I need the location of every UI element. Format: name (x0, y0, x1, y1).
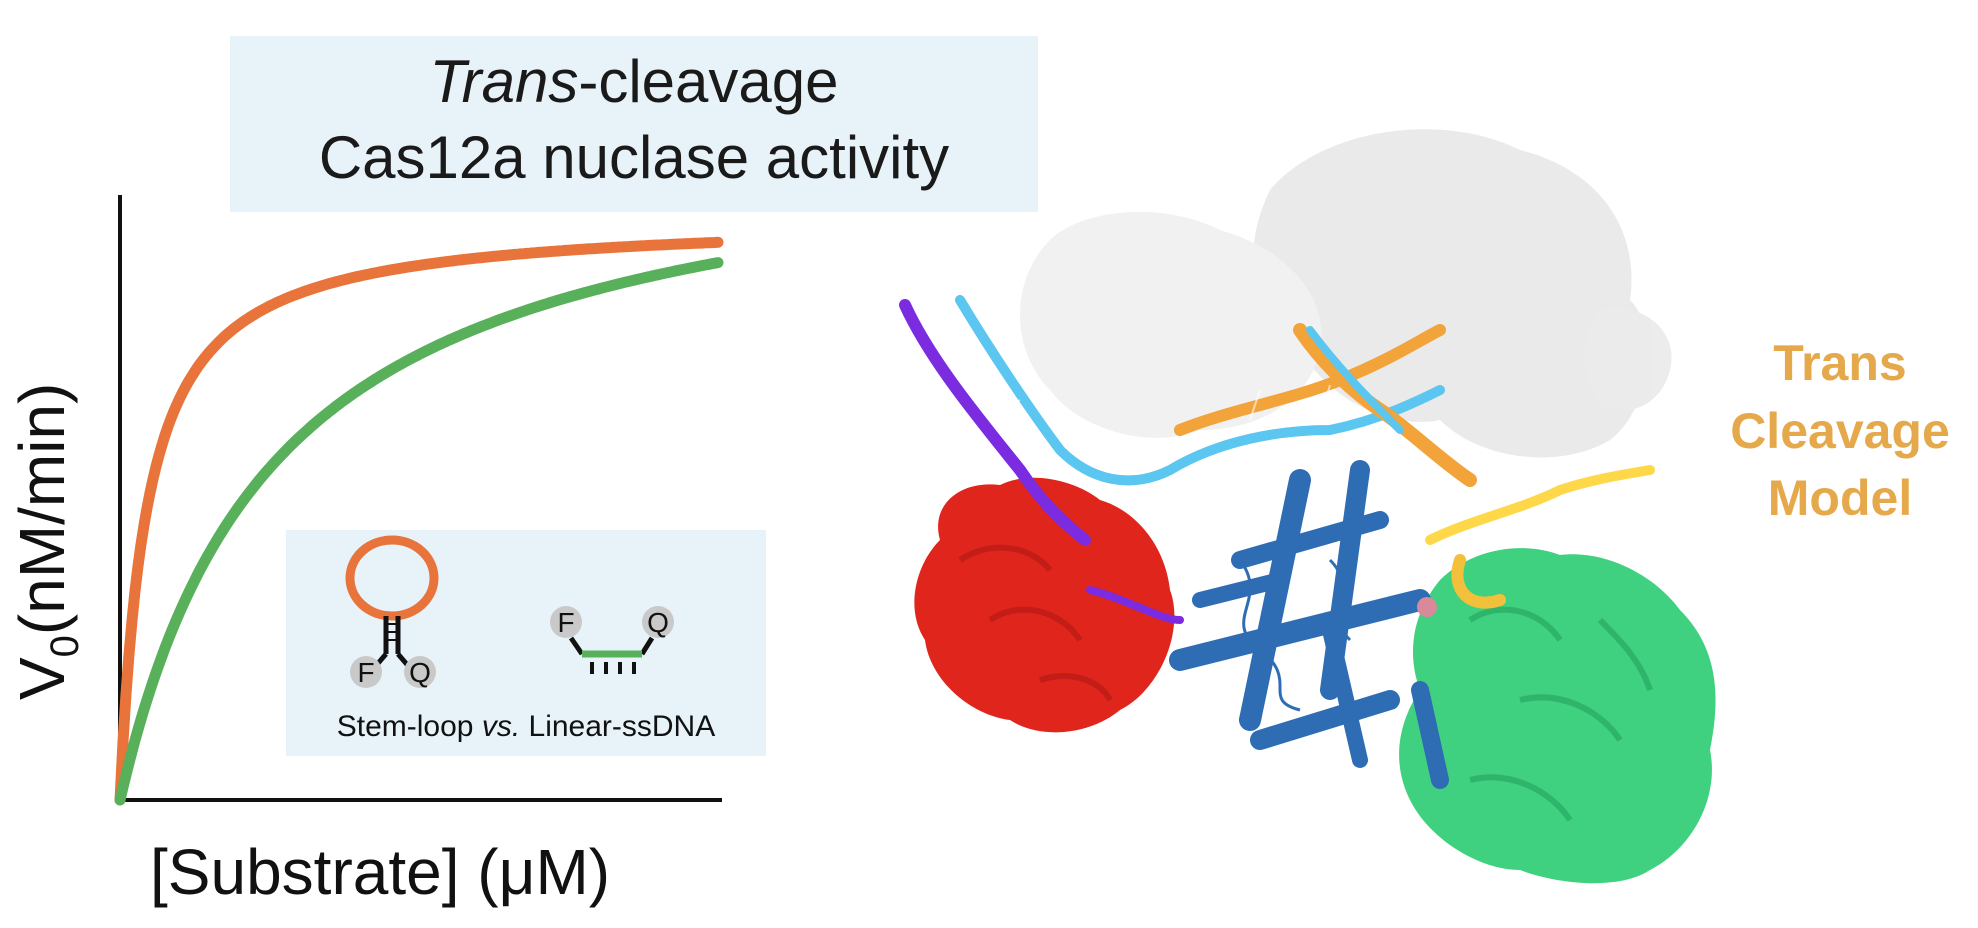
curve-linear-ssdna (114, 257, 724, 806)
legend-linear-text: Linear-ssDNA (520, 710, 716, 743)
model-label-line-2: Cleavage (1730, 402, 1950, 459)
legend-illustration: F Q F Q (345, 535, 674, 688)
linear-ssdna-probe-icon: F Q (550, 606, 674, 674)
title-box: Trans-cleavage Cas12a nuclase activity (230, 36, 1038, 212)
stem-fluor-label: F (357, 657, 374, 688)
red-protein-domain (914, 477, 1175, 733)
trans-cleavage-model-label: Trans Cleavage Model (1720, 330, 1960, 533)
curve-stem-loop (114, 236, 724, 806)
linear-quencher-label: Q (647, 607, 669, 638)
x-axis-label: [Substrate] (μM) (150, 836, 611, 908)
title-line-1: Trans-cleavage (230, 52, 1038, 112)
title-italic: Trans (429, 48, 579, 115)
legend-box: F Q F Q Stem-loop vs. Linear-ssDNA (286, 530, 766, 756)
title-line1-rest: -cleavage (578, 48, 839, 115)
stem-loop-probe-icon: F Q (345, 535, 439, 688)
title-line-2: Cas12a nuclase activity (318, 124, 950, 191)
legend-vs-text: vs. (481, 710, 521, 743)
model-label-line-3: Model (1767, 470, 1913, 526)
metal-ion (1417, 597, 1437, 617)
curves (114, 236, 724, 806)
green-protein-domain (1399, 548, 1716, 884)
legend-stem-loop-text: Stem-loop (336, 710, 482, 743)
linear-fluor-label: F (557, 607, 574, 638)
dna-rna-strands (899, 295, 1655, 624)
blue-helices (1169, 460, 1449, 789)
protein-surface-grey (1020, 129, 1672, 458)
model-label-line-1: Trans (1773, 335, 1907, 391)
legend-caption: Stem-loop vs. Linear-ssDNA (286, 710, 766, 744)
stem-quencher-label: Q (409, 657, 431, 688)
